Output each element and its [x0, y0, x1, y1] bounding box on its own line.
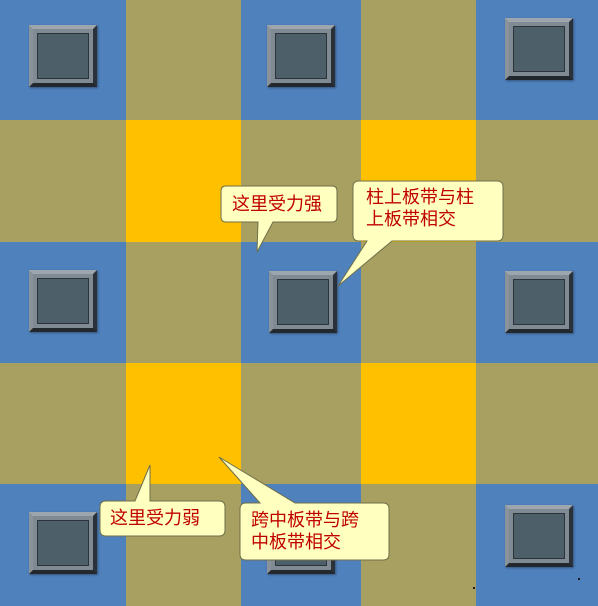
column [267, 25, 335, 87]
strip-crossing [0, 363, 126, 484]
middle-strip-intersection [126, 363, 241, 484]
strip-crossing [476, 363, 598, 484]
callout-weak-text: 这里受力弱 [110, 508, 200, 529]
middle-strip-intersection [361, 363, 476, 484]
column [269, 271, 337, 333]
column [29, 25, 97, 87]
marker-dot [578, 578, 580, 580]
strip-crossing [361, 242, 476, 363]
strip-crossing [126, 0, 241, 120]
strip-crossing [361, 0, 476, 120]
callout-bubble-strong [220, 185, 338, 253]
column [505, 271, 573, 333]
column [505, 18, 573, 80]
callout-bubble-middle-strip [218, 456, 390, 561]
callout-column-strip-text: 柱上板带与柱 上板带相交 [366, 187, 474, 230]
middle-strip-intersection [126, 120, 241, 242]
column [29, 512, 97, 574]
callout-middle-strip-text: 跨中板带与跨 中板带相交 [251, 510, 359, 553]
callout-bubble-weak [99, 464, 226, 537]
strip-crossing [126, 242, 241, 363]
column [505, 505, 573, 567]
marker-dot [473, 587, 475, 589]
callout-strong-text: 这里受力强 [232, 194, 322, 215]
strip-crossing [0, 120, 126, 242]
strip-crossing [241, 363, 361, 484]
callout-bubble-column-strip [337, 180, 504, 287]
column [29, 270, 97, 332]
